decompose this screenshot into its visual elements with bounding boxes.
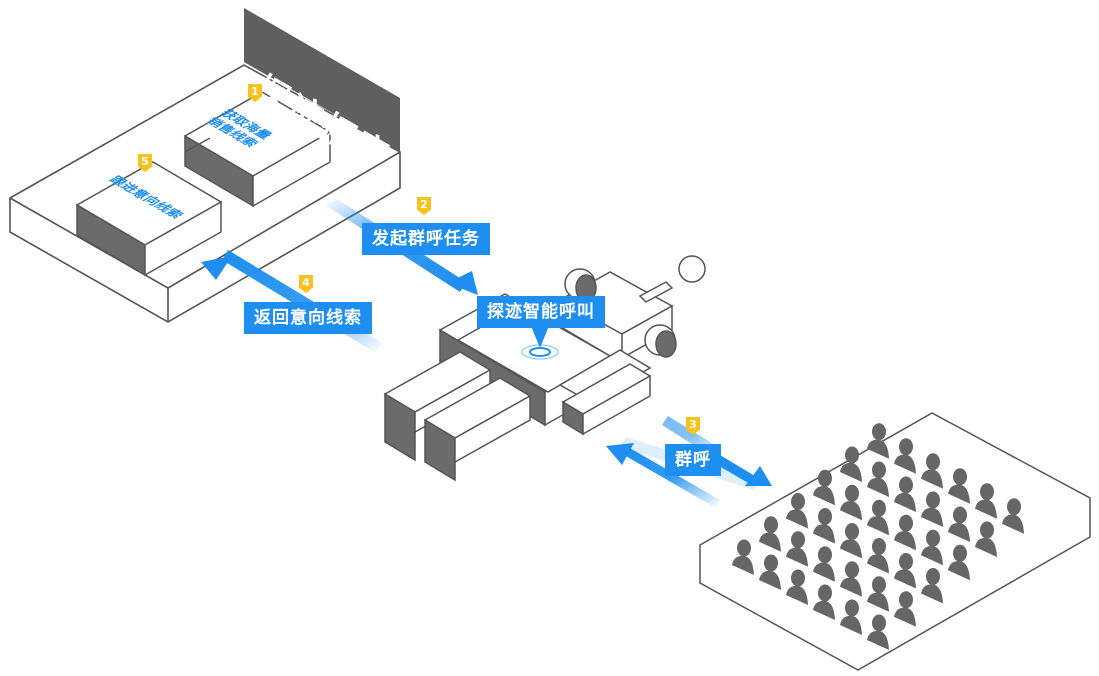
person-icon [840, 523, 862, 559]
step-badge-5: 5 [138, 154, 152, 172]
person-icon [867, 461, 889, 497]
person-icon [1002, 498, 1024, 534]
person-icon [840, 561, 862, 597]
step-badge-1: 1 [248, 84, 262, 102]
step-badge-2: 2 [417, 197, 431, 215]
person-icon [948, 544, 970, 581]
person-icon [867, 538, 889, 574]
box-step-1 [183, 91, 332, 208]
person-icon [867, 423, 889, 459]
person-icon [813, 508, 835, 544]
person-icon [921, 491, 943, 527]
center-engine-label: 探迹智能呼叫 [477, 296, 605, 328]
person-icon [813, 546, 835, 582]
person-icon [894, 476, 916, 512]
step-2-label: 发起群呼任务 [362, 223, 490, 255]
person-icon [840, 484, 862, 521]
person-icon [921, 529, 943, 566]
person-icon [813, 584, 835, 620]
person-icon [894, 514, 916, 551]
step-badge-4: 4 [299, 275, 313, 293]
step-3-label: 群呼 [665, 444, 721, 476]
person-icon [732, 539, 754, 575]
person-icon [759, 554, 781, 590]
person-icon [867, 614, 889, 650]
step-4-label: 返回意向线索 [244, 302, 372, 334]
person-icon [840, 599, 862, 635]
person-icon [840, 446, 862, 482]
title-sign [244, 8, 400, 152]
person-icon [948, 468, 970, 504]
customer-crowd-platform [699, 412, 1091, 671]
person-icon [867, 499, 889, 536]
person-icon [975, 483, 997, 519]
person-icon [894, 438, 916, 474]
person-icon [759, 516, 781, 552]
person-icon [948, 506, 970, 542]
smart-call-engine [383, 255, 706, 482]
person-icon [786, 569, 808, 605]
step-badge-3: 3 [686, 417, 700, 435]
person-icon [894, 553, 916, 589]
person-icon [975, 521, 997, 557]
person-icon [786, 493, 808, 529]
person-icon [813, 469, 835, 506]
person-icon [921, 453, 943, 489]
box-step-5 [75, 161, 223, 277]
customer-crowd [732, 423, 1024, 650]
person-icon [867, 576, 889, 612]
person-icon [894, 591, 916, 627]
person-icon [921, 568, 943, 604]
person-icon [786, 531, 808, 567]
callout-pointer [531, 326, 549, 348]
